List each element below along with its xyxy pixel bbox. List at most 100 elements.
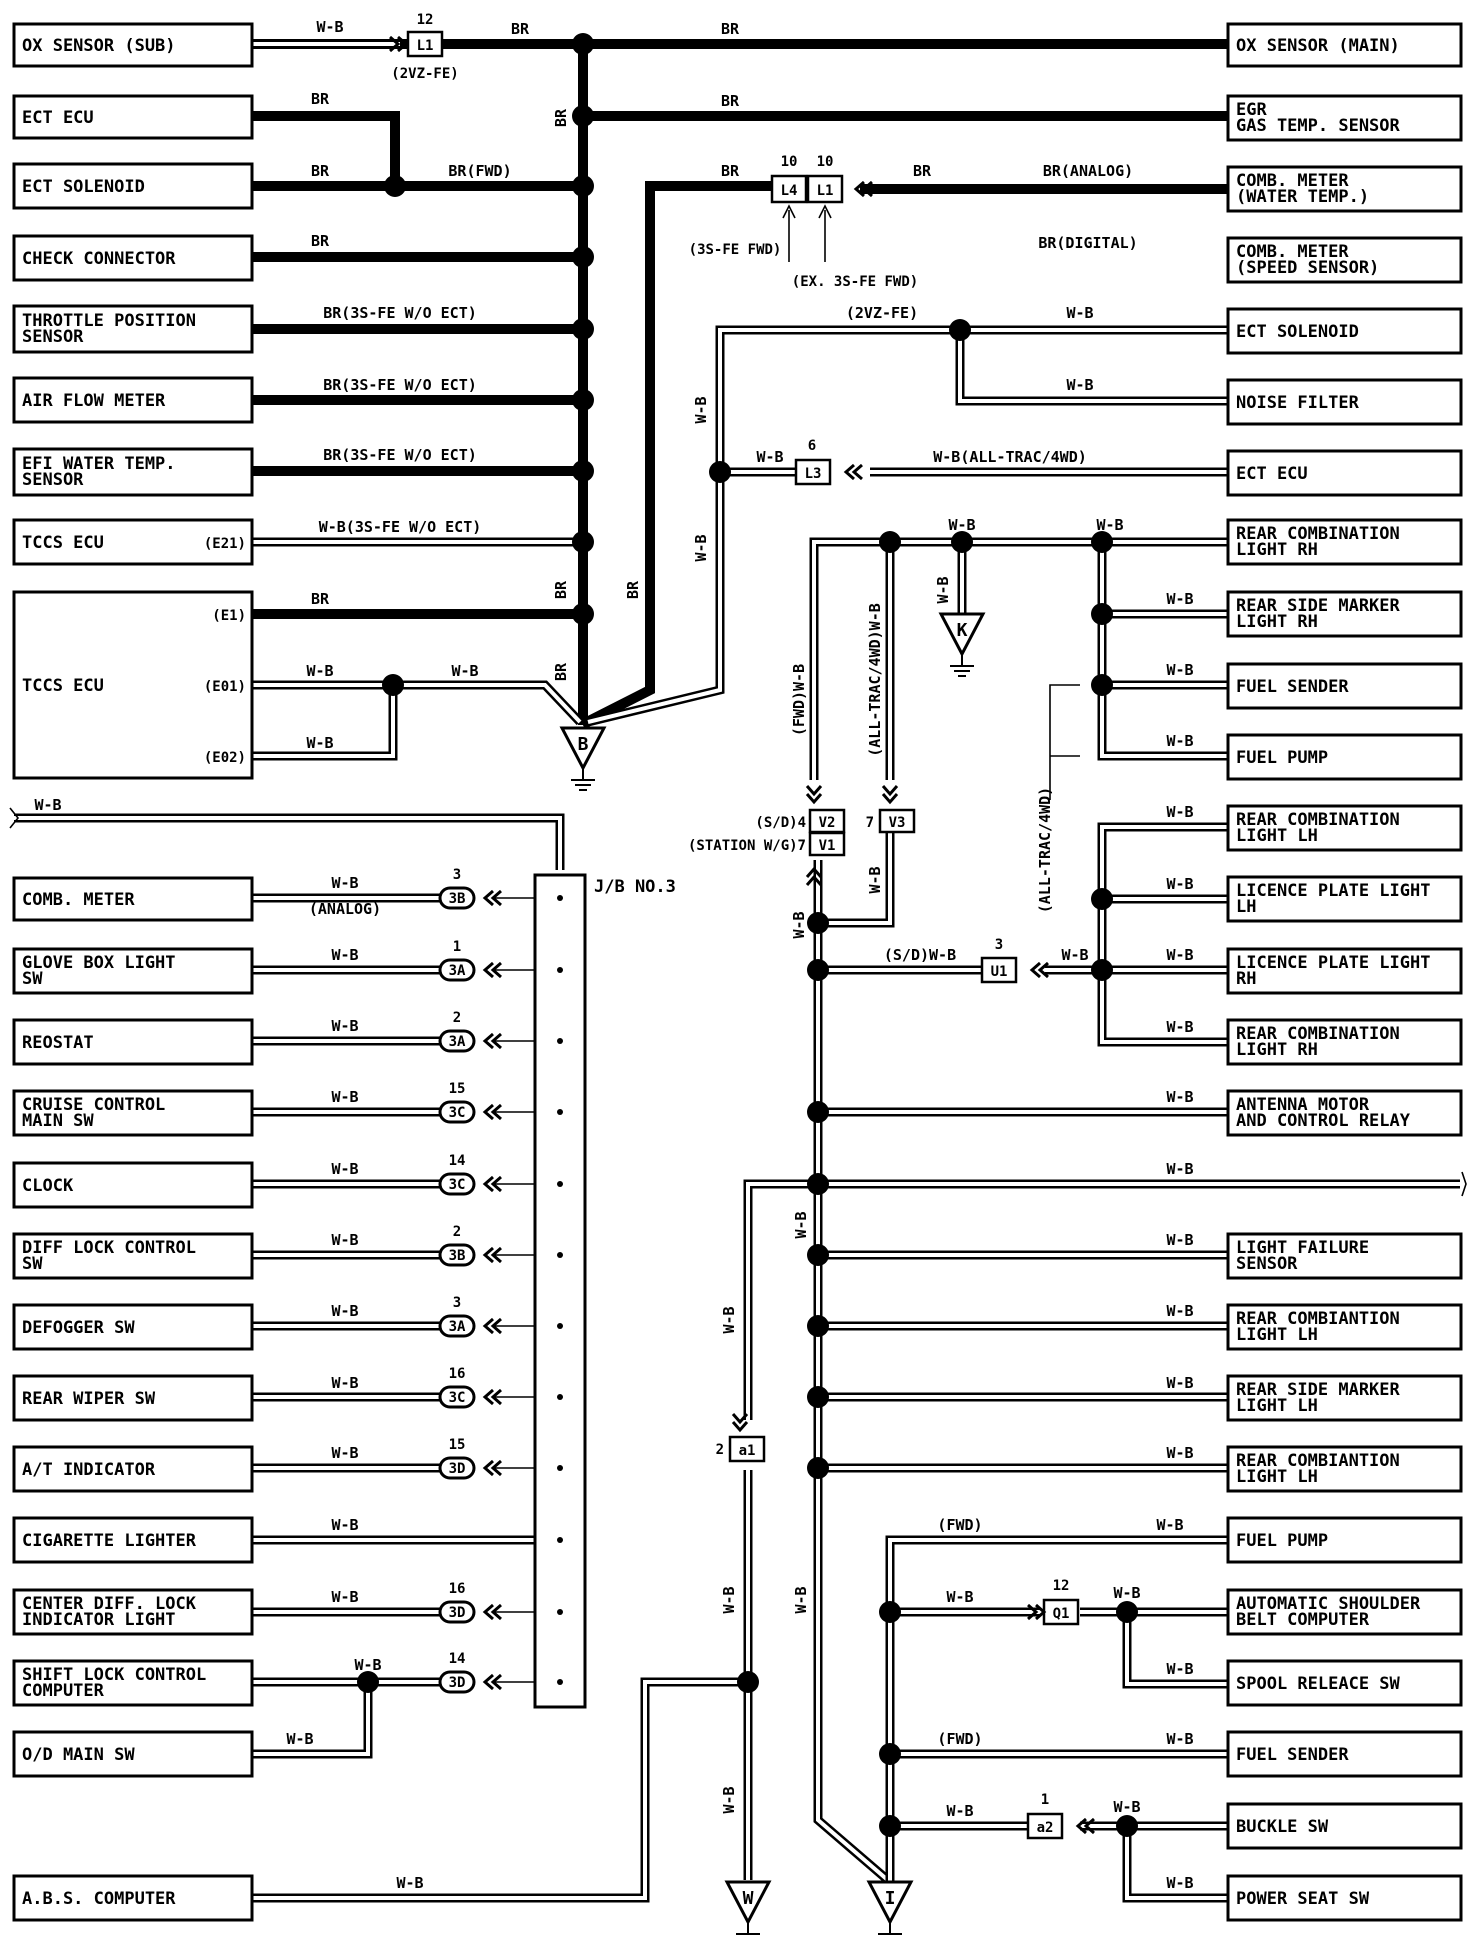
- jb-connector-oval: [438, 886, 476, 910]
- wire-label: W-B: [720, 1586, 738, 1613]
- connector-name: V1: [819, 838, 836, 854]
- component-label-line: LIGHT FAILURE: [1236, 1238, 1369, 1258]
- component-box: [12, 1874, 254, 1922]
- jb-connector-pin: 2: [453, 1010, 461, 1026]
- junction-dot: [1116, 1815, 1138, 1837]
- component-label-line: (WATER TEMP.): [1236, 187, 1369, 207]
- component-label: CHECK CONNECTOR: [22, 249, 176, 269]
- jb-connector-pin: 2: [453, 1224, 461, 1240]
- component-ect-sol-r: ECT SOLENOID: [1226, 307, 1463, 355]
- wire-label: W-B: [1166, 1660, 1193, 1678]
- connector-name: L4: [781, 183, 798, 199]
- component-box: [12, 1588, 254, 1636]
- wb-wire-abs: [253, 1677, 748, 1903]
- wire-label: W-B: [1166, 875, 1193, 893]
- jb-connector: 3B 2: [438, 1224, 476, 1267]
- junction-dot: [709, 461, 731, 483]
- junction-dot: [572, 389, 594, 411]
- connector-box: [1026, 1812, 1064, 1840]
- connector-chevron: [853, 180, 873, 198]
- component-label: REOSTAT: [22, 1033, 94, 1053]
- wire-label: W-B: [396, 1874, 423, 1892]
- jb-connector-code: 3C: [449, 1105, 466, 1121]
- component-label: ECT SOLENOID: [22, 177, 145, 197]
- connector-name: L3: [805, 466, 822, 482]
- jb-connector-code: 3A: [449, 963, 466, 979]
- wire-label: W-B: [316, 18, 343, 36]
- wire-label: (ALL-TRAC/4WD)W-B: [866, 603, 884, 757]
- connector-pin-number: 10: [781, 154, 798, 170]
- component-box: [12, 1445, 254, 1493]
- jb-pin-dot: [557, 1181, 563, 1187]
- wb-wire-od: [250, 1682, 373, 1759]
- connector-pin-number: 7: [866, 815, 874, 831]
- component-ect-sol: ECT SOLENOID: [12, 162, 254, 210]
- component-box: [12, 876, 254, 922]
- wire-label: BR: [721, 92, 740, 110]
- component-box: [12, 1303, 254, 1351]
- component-check-conn: CHECK CONNECTOR: [12, 234, 254, 282]
- wire-label: BR(3S-FE W/O ECT): [323, 376, 477, 394]
- jb-connector-pin: 14: [449, 1651, 466, 1667]
- component-label-line: SENSOR: [1236, 1254, 1298, 1274]
- connector-pin-number: (S/D)4: [755, 815, 806, 831]
- component-box: [1226, 1374, 1463, 1422]
- component-ox-sub: OX SENSOR (SUB): [12, 22, 254, 68]
- wire-label: W-B: [1166, 803, 1193, 821]
- component-label: FUEL PUMP: [1236, 1531, 1328, 1551]
- junction-dot: [1091, 888, 1113, 910]
- connector-v3: V3: [878, 808, 916, 834]
- component-label-line: THROTTLE POSITION: [22, 311, 196, 331]
- jb-pin-dot: [557, 1679, 563, 1685]
- connector-q1: Q1: [1042, 1598, 1080, 1626]
- wire-label: W-B: [1156, 1516, 1183, 1534]
- wire-label: W-B: [1166, 1231, 1193, 1249]
- junction-dot: [879, 1601, 901, 1623]
- junction-dot: [1091, 603, 1113, 625]
- component-box: [12, 1516, 254, 1564]
- ground-w: W: [724, 1880, 772, 1935]
- connectors: 3B33A13A23C153C143B23A33C163D153D163D14L…: [389, 30, 1095, 1935]
- jb-connector-code: 3B: [449, 1248, 466, 1264]
- junction-dot: [572, 105, 594, 127]
- connector-name: a2: [1037, 1820, 1054, 1836]
- wire-label: (ANALOG): [309, 900, 381, 918]
- junction-dot: [572, 531, 594, 553]
- component-ect-ecu-r: ECT ECU: [1226, 449, 1463, 497]
- component-box: [1226, 449, 1463, 497]
- connector-chevron: [482, 1388, 502, 1406]
- jb-connector-pin: 14: [449, 1153, 466, 1169]
- junction-dot: [879, 1815, 901, 1837]
- wire-label: W-B: [306, 734, 333, 752]
- component-label: FUEL PUMP: [1236, 748, 1328, 768]
- wb-wire-e01: [250, 680, 584, 726]
- connector-name: U1: [991, 964, 1008, 980]
- component-fuel-sender2: FUEL SENDER: [1226, 1730, 1463, 1778]
- component-label-line: COMB. METER: [1236, 171, 1349, 191]
- wire-label: W-B: [1166, 1302, 1193, 1320]
- wire-label: W-B: [331, 1516, 358, 1534]
- component-label: CLOCK: [22, 1176, 74, 1196]
- component-box: [12, 1089, 254, 1137]
- component-label: SPOOL RELEACE SW: [1236, 1674, 1401, 1694]
- component-label-line: AND CONTROL RELAY: [1236, 1111, 1411, 1131]
- br-wire-ect-ecu: [245, 111, 400, 191]
- jb-connector-pin: 3: [453, 1295, 461, 1311]
- connector-l3: L3: [794, 458, 832, 486]
- ground-triangle: [938, 612, 986, 658]
- junction-dot: [807, 959, 829, 981]
- connector-chevron: [482, 1317, 502, 1335]
- component-box: [12, 447, 254, 497]
- jb-connector-code: 3A: [449, 1034, 466, 1050]
- wire-label: BR: [311, 162, 330, 180]
- connector-note: (3S-FE FWD): [689, 242, 782, 258]
